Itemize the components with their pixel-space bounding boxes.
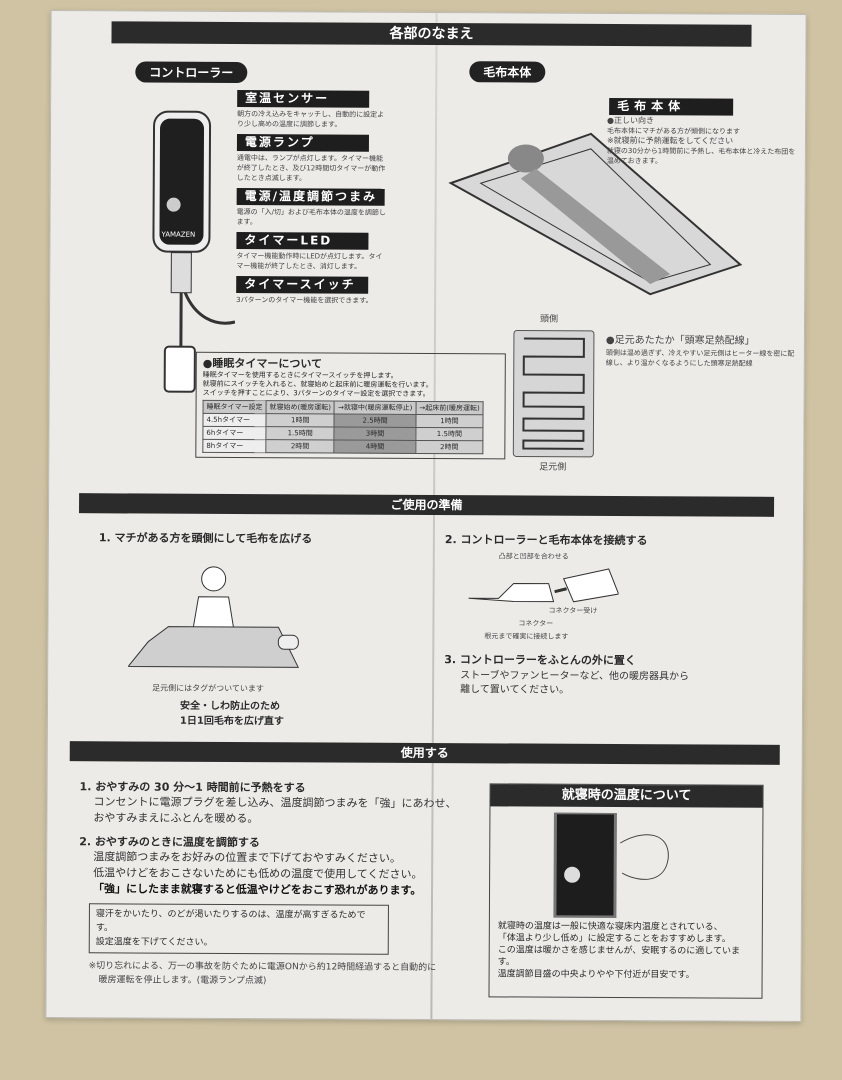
table-cell: 3時間	[334, 427, 416, 441]
controller-callouts: 室温センサー朝方の冷え込みをキャッチし、自動的に設定より少し高めの温度に調節しま…	[52, 11, 806, 305]
sweat-note-line: 設定温度を下げてください。	[95, 937, 213, 948]
callout-label: タイマーLED	[236, 232, 369, 250]
wiring-diagram	[512, 329, 595, 458]
use-step2-warning: 「強」にしたまま就寝すると低温やけどをおこす恐れがあります。	[93, 882, 422, 897]
table-header-cell: 睡眠タイマー設定	[203, 400, 267, 414]
table-cell: 4.5hタイマー	[202, 413, 267, 427]
receiver-label: コネクター受け	[548, 606, 598, 615]
table-cell: 1.5時間	[265, 426, 335, 441]
bedtime-line: 温度調節目盛の中央よりやや下付近が目安です。	[497, 969, 695, 981]
section-header-use: 使用する	[69, 741, 780, 765]
table-cell: 2.5時間	[334, 414, 416, 428]
prep-note1: 安全・しわ防止のため	[179, 700, 281, 713]
feature-title: ●足元あたたか「頭寒足熱配線」	[605, 334, 755, 347]
footnote-line: 暖房運転を停止します。(電源ランプ点滅)	[98, 975, 267, 987]
feature-info: ●足元あたたか「頭寒足熱配線」 頭側は温め過ぎず、冷えやすい足元側はヒーター線を…	[606, 334, 796, 369]
use-step1-line: おやすみまえにふとんを暖める。	[93, 811, 259, 826]
table-cell: 6hタイマー	[202, 426, 266, 440]
table-header-cell: →起床前(暖房運転)	[415, 401, 484, 415]
callout-label: 電源/温度調節つまみ	[236, 188, 386, 206]
table-header-cell: →就寝中(暖房運転停止)	[334, 401, 416, 415]
prep-step3-desc: ストーブやファンヒーターなど、他の暖房器具から 離して置いてください。	[460, 669, 689, 698]
prep-step3-line: 離して置いてください。	[460, 684, 570, 696]
orientation-info: ●正しい向き 毛布本体にマチがある方が頭側になります ※就寝前に予熱運転をしてく…	[607, 116, 797, 167]
callout-desc: タイマー機能動作時にLEDが点灯します。タイマー機能が終了したとき、消灯します。	[236, 252, 383, 271]
timer-desc-line: スイッチを押すことにより、3パターンのタイマー設定を選択できます。	[202, 388, 430, 399]
callout-desc: 電源の「入/切」および毛布本体の温度を調節します。	[236, 208, 386, 227]
callout-label: タイマースイッチ	[236, 276, 369, 294]
callout-label: 室温センサー	[237, 90, 370, 108]
use-instructions: 1. おやすみの 30 分～1 時間前に予熱をする コンセントに電源プラグを差し…	[79, 779, 484, 989]
sweat-note-line: 寝汗をかいたり、のどが渇いたりするのは、温度が高すぎるためです。	[95, 909, 366, 934]
table-cell: 1時間	[415, 414, 484, 428]
spread-blanket-illustration	[128, 566, 300, 668]
callout-desc: 通電中は、ランプが点灯します。タイマー機能が終了したとき、及び12時間切タイマー…	[236, 154, 386, 183]
table-header-cell: 就寝始め(暖房運転)	[266, 400, 335, 415]
section-header-parts: 各部のなまえ	[111, 21, 752, 47]
prep-step3-line: ストーブやファンヒーターなど、他の暖房器具から	[460, 670, 690, 683]
bedtime-temp-box: 就寝時の温度について 就寝時の温度は一般に快適な寝床内温度とされている、 「体温…	[488, 783, 764, 999]
table-cell: 2時間	[265, 439, 335, 454]
blanket-label: 毛布本体	[609, 97, 734, 116]
connector-label: コネクター	[518, 619, 554, 628]
foot-side-label: 足元側	[539, 462, 567, 473]
timer-table: 睡眠タイマー設定就寝始め(暖房運転)→就寝中(暖房運転停止)→起床前(暖房運転)…	[202, 400, 484, 454]
controller-title: コントローラー	[135, 61, 248, 84]
brand-logo: YAMAZEN	[160, 231, 195, 239]
preheat-desc: 就寝の30分から1時間前に予熱し、毛布本体と冷えた布団を温めておきます。	[606, 146, 796, 166]
bedtime-line: この温度は暖かさを感じませんが、安眠するのに適しています。	[497, 945, 741, 968]
tag-note: 足元側にはタグがついています	[152, 683, 264, 694]
table-cell: 4時間	[334, 440, 416, 454]
section-header-prep: ご使用の準備	[79, 493, 775, 517]
table-cell: 1時間	[265, 413, 335, 428]
align-note: 凸部と凹部を合わせる	[498, 552, 569, 561]
table-cell: 1.5時間	[415, 427, 484, 441]
callout-desc: 朝方の冷え込みをキャッチし、自動的に設定より少し高めの温度に調節します。	[237, 110, 385, 129]
controller-illustration: YAMAZEN	[152, 110, 236, 393]
timer-title: ●睡眠タイマーについて	[202, 356, 323, 371]
bedtime-text: 就寝時の温度は一般に快適な寝床内温度とされている、 「体温より少し低め」に設定す…	[498, 920, 756, 981]
blanket-illustration	[448, 132, 743, 296]
prep-note2: 1日1回毛布を広げ直す	[179, 715, 284, 728]
timer-desc: 睡眠タイマーを使用するときにタイマースイッチを押します。 就寝前にスイッチを入れ…	[203, 371, 499, 400]
table-cell: 8hタイマー	[202, 439, 266, 453]
blanket-title: 毛布本体	[469, 61, 546, 83]
connector-illustration	[468, 568, 619, 603]
instruction-sheet: 各部のなまえ コントローラー YAMAZEN 室温センサー朝方の冷え込みをキャッ…	[45, 10, 807, 1022]
controller-dial-illustration	[553, 812, 669, 919]
connect-note: 根元まで確実に接続します	[484, 632, 569, 641]
head-side-label: 頭側	[540, 314, 559, 325]
auto-off-footnote: ※切り忘れによる、万一の事故を防ぐために電源ONから約12時間経過すると自動的に…	[89, 959, 483, 989]
feature-desc: 頭側は温め過ぎず、冷えやすい足元側はヒーター線を密に配線し、より温かくなるように…	[605, 348, 795, 368]
sleep-timer-box: ●睡眠タイマーについて 睡眠タイマーを使用するときにタイマースイッチを押します。…	[195, 351, 506, 460]
callout-label: 電源ランプ	[236, 134, 369, 152]
prep-step3-title: 3. コントローラーをふとんの外に置く	[444, 653, 636, 668]
use-step2-desc: 温度調節つまみをお好みの位置まで下げておやすみください。 低温やけどをおこさない…	[79, 849, 483, 899]
sweat-note-box: 寝汗をかいたり、のどが渇いたりするのは、温度が高すぎるためです。 設定温度を下げ…	[88, 903, 389, 955]
use-step1-desc: コンセントに電源プラグを差し込み、温度調節つまみを「強」にあわせ、 おやすみまえ…	[79, 794, 483, 828]
table-cell: 2時間	[415, 440, 484, 454]
prep-step1-title: 1. マチがある方を頭側にして毛布を広げる	[98, 531, 313, 546]
bedtime-title: 就寝時の温度について	[490, 784, 763, 808]
callout-desc: 3パターンのタイマー機能を選択できます。	[236, 296, 373, 305]
prep-step2-title: 2. コントローラーと毛布本体を接続する	[444, 533, 648, 548]
